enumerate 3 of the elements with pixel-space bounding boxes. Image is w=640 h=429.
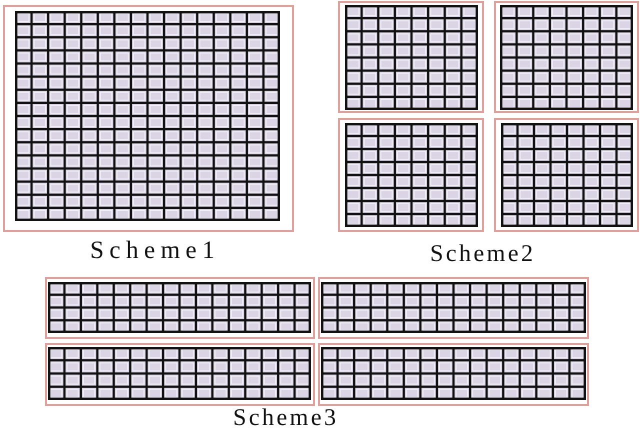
scheme-label: Scheme2 bbox=[430, 242, 536, 266]
scheme-label: Scheme1 bbox=[90, 238, 220, 263]
scheme-label: Scheme3 bbox=[233, 406, 338, 429]
